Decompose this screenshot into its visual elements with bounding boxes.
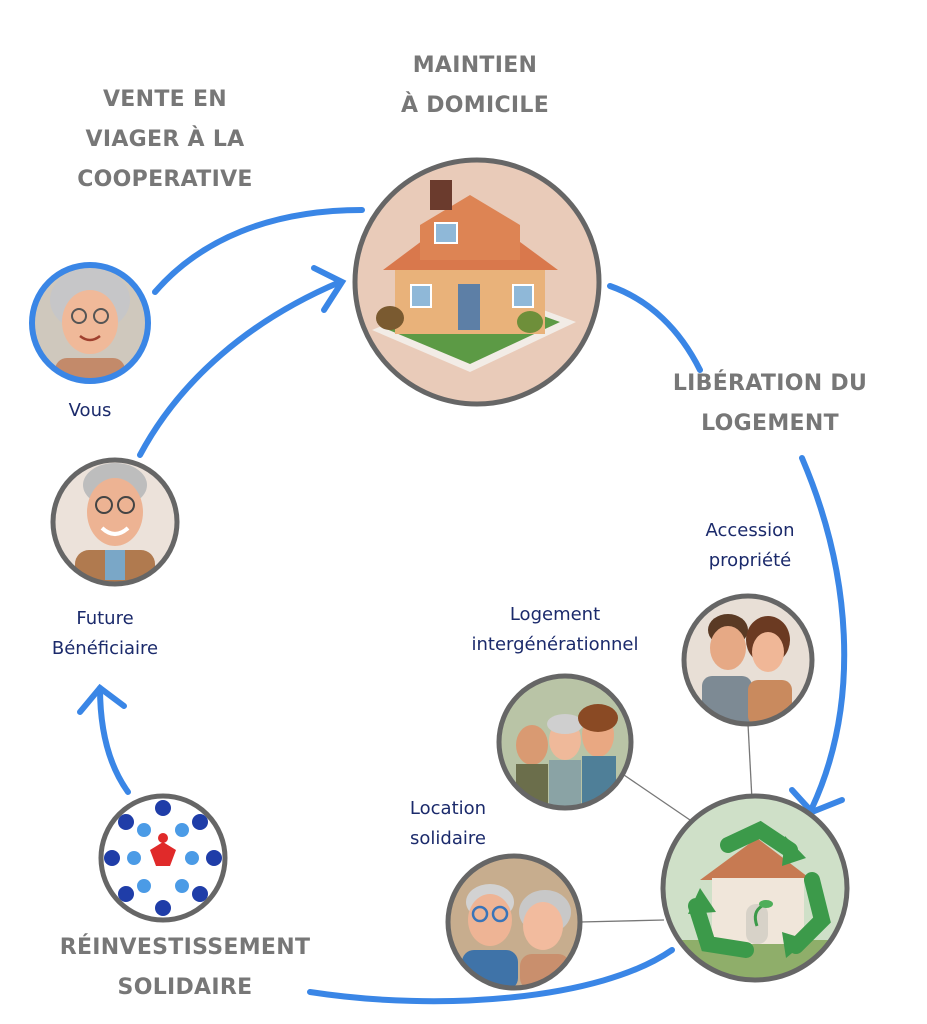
future-avatar <box>50 457 180 587</box>
arc-house-to-liberation <box>607 283 703 373</box>
arc-liberation-to-recycle <box>799 455 848 811</box>
label-line: intergénérationnel <box>471 634 639 655</box>
heading-line: LIBÉRATION DU <box>672 371 868 396</box>
label-line: Accession <box>705 520 795 541</box>
location-avatar <box>445 853 583 991</box>
label-location-solidaire: Location solidaire <box>378 794 518 854</box>
arc-recycle-to-reinvest <box>307 947 675 1005</box>
recycle-circle <box>660 793 850 983</box>
heading-line: COOPERATIVE <box>77 167 253 192</box>
solidarity-logo <box>98 793 228 923</box>
arc-future-to-house <box>137 279 343 458</box>
heading-line: VIAGER À LA <box>85 127 245 152</box>
arrowhead-house <box>311 265 347 313</box>
heading-line: À DOMICILE <box>400 93 550 118</box>
label-line: Future <box>76 608 134 629</box>
heading-line: LOGEMENT <box>701 411 839 436</box>
young-couple-icon <box>684 596 812 724</box>
label-line: propriété <box>708 550 792 571</box>
vous-avatar <box>29 262 151 384</box>
arrowhead-recycle <box>789 787 845 816</box>
solidarity-circle-icon <box>104 800 222 916</box>
heading-liberation-du-logement: LIBÉRATION DU LOGEMENT <box>640 364 900 444</box>
arrowhead-future <box>77 683 127 715</box>
label-line: Vous <box>68 400 112 421</box>
heading-line: RÉINVESTISSEMENT <box>59 935 311 960</box>
label-line: Logement <box>509 604 601 625</box>
heading-line: VENTE EN <box>102 87 227 112</box>
label-vous: Vous <box>30 396 150 426</box>
arc-reinvest-to-future <box>97 685 131 795</box>
intergen-avatar <box>496 673 634 811</box>
heading-line: SOLIDAIRE <box>117 975 253 1000</box>
cycle-arrows <box>77 207 848 1005</box>
house-icon <box>355 160 599 404</box>
label-logement-intergenerationnel: Logement intergénérationnel <box>440 600 670 660</box>
label-line: solidaire <box>410 828 486 849</box>
heading-reinvestissement-solidaire: RÉINVESTISSEMENT SOLIDAIRE <box>30 928 340 1008</box>
arc-vous-to-house <box>152 207 365 295</box>
label-future-beneficiaire: Future Bénéficiaire <box>20 604 190 664</box>
connector-lines <box>579 723 753 923</box>
house-circle <box>352 157 602 407</box>
intergenerational-family-icon <box>499 676 631 808</box>
heading-maintien-a-domicile: MAINTIEN À DOMICILE <box>360 46 590 126</box>
label-line: Bénéficiaire <box>51 638 159 659</box>
label-accession-propriete: Accession propriété <box>670 516 830 576</box>
elderly-woman-icon <box>32 265 148 381</box>
heading-vente-en-viager: VENTE EN VIAGER À LA COOPERATIVE <box>40 80 290 200</box>
label-line: Location <box>409 798 487 819</box>
elderly-couple-icon <box>448 856 580 988</box>
heading-line: MAINTIEN <box>412 53 538 78</box>
accession-avatar <box>681 593 815 727</box>
